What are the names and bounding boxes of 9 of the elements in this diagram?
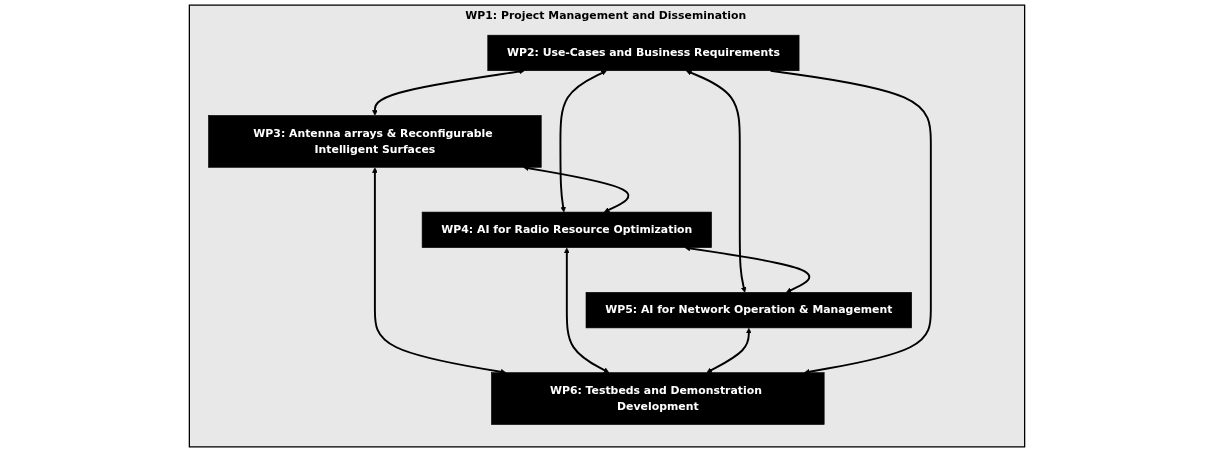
- node-box: WP2: Use-Cases and Business Requirements: [487, 34, 800, 71]
- arrow: [686, 70, 747, 293]
- node-box: WP3: Antenna arrays & Reconfigurable Intelligent Surfaces: [208, 115, 542, 168]
- node-box: WP5: AI for Network Operation & Management: [585, 292, 912, 329]
- arrow: [706, 327, 752, 373]
- node-box: WP4: AI for Radio Resource Optimization: [421, 211, 712, 248]
- arrow: [559, 70, 607, 213]
- arrow: [564, 247, 610, 373]
- node-box: WP6: Testbeds and Demonstration Development: [491, 372, 825, 425]
